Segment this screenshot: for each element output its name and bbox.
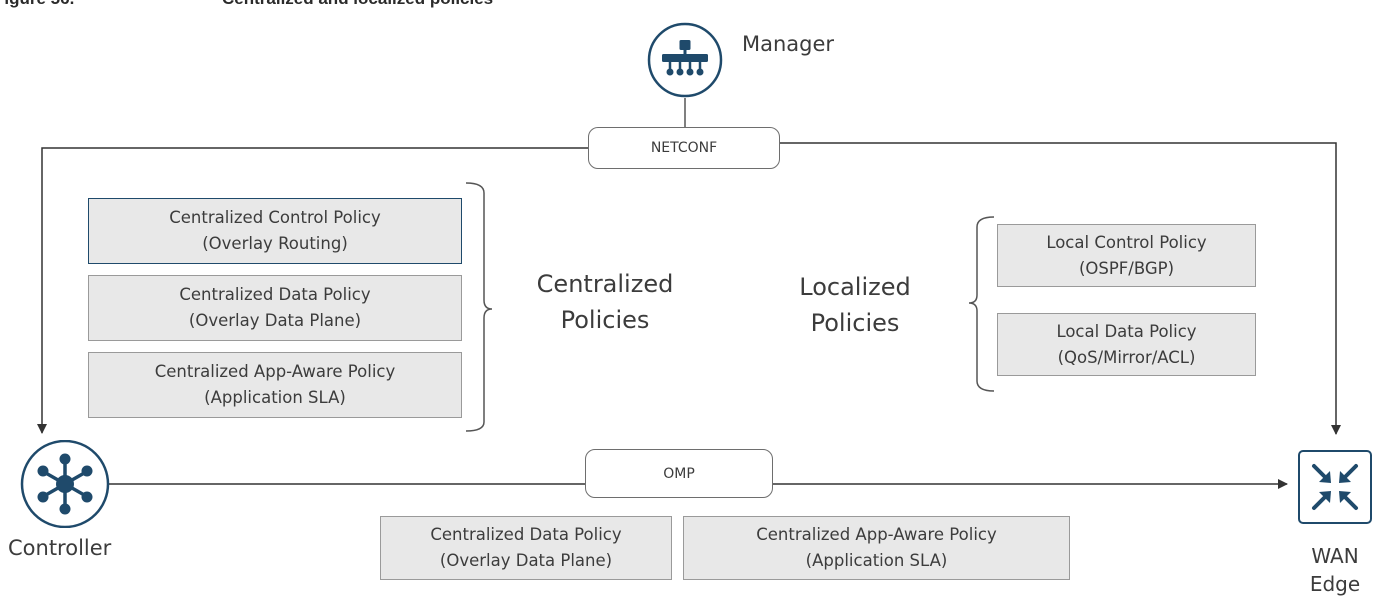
- centralized-bracket: [465, 182, 493, 432]
- box-line1: Centralized Control Policy: [169, 208, 381, 227]
- controller-label: Controller: [8, 536, 112, 560]
- manager-node[interactable]: [636, 20, 734, 100]
- box-line1: Centralized Data Policy: [179, 285, 371, 304]
- figure-title: Centralized and localized policies: [222, 0, 493, 9]
- netconf-connector: NETCONF: [588, 127, 780, 169]
- netconf-to-wan-edge-arrow: [780, 142, 1341, 435]
- box-line2: (Overlay Routing): [202, 234, 348, 253]
- wan-edge-icon: [1298, 450, 1372, 524]
- localized-bracket: [968, 216, 995, 392]
- local-data-policy-box[interactable]: Local Data Policy (QoS/Mirror/ACL): [997, 313, 1256, 376]
- box-line2: (Overlay Data Plane): [188, 311, 362, 330]
- figure-number: Figure 56.: [0, 0, 74, 9]
- wan-edge-label: WAN Edge: [1296, 542, 1374, 598]
- centralized-app-aware-policy-box[interactable]: Centralized App-Aware Policy (Applicatio…: [88, 352, 462, 418]
- box-line2: (Overlay Data Plane): [439, 551, 613, 570]
- local-control-policy-box[interactable]: Local Control Policy (OSPF/BGP): [997, 224, 1256, 287]
- wan-label-line2: Edge: [1309, 572, 1361, 596]
- label-line1: Localized: [799, 273, 911, 301]
- centralized-policies-label: Centralized Policies: [510, 266, 700, 338]
- box-line1: Centralized App-Aware Policy: [154, 362, 396, 381]
- box-line2: (Application SLA): [204, 388, 346, 407]
- manager-icon: [647, 22, 723, 98]
- box-line1: Local Control Policy: [1046, 232, 1207, 252]
- box-line1: Local Data Policy: [1056, 321, 1197, 341]
- controller-icon: [20, 439, 110, 529]
- box-line2: (QoS/Mirror/ACL): [1057, 347, 1196, 367]
- wan-edge-node[interactable]: [1297, 449, 1373, 525]
- controller-node[interactable]: [4, 439, 110, 529]
- omp-centralized-app-aware-policy-box[interactable]: Centralized App-Aware Policy (Applicatio…: [683, 516, 1070, 580]
- box-line1: Centralized Data Policy: [430, 525, 622, 544]
- wan-label-line1: WAN: [1311, 544, 1359, 568]
- omp-centralized-data-policy-box[interactable]: Centralized Data Policy (Overlay Data Pl…: [380, 516, 672, 580]
- box-line2: (Application SLA): [805, 551, 948, 570]
- box-line2: (OSPF/BGP): [1078, 258, 1175, 278]
- netconf-to-controller-arrow: [37, 147, 588, 434]
- centralized-control-policy-box[interactable]: Centralized Control Policy (Overlay Rout…: [88, 198, 462, 264]
- label-line1: Centralized: [536, 270, 674, 298]
- label-line2: Policies: [810, 309, 900, 337]
- label-line2: Policies: [560, 306, 650, 334]
- localized-policies-label: Localized Policies: [775, 269, 935, 341]
- centralized-data-policy-box[interactable]: Centralized Data Policy (Overlay Data Pl…: [88, 275, 462, 341]
- box-line1: Centralized App-Aware Policy: [756, 525, 997, 544]
- omp-connector: OMP: [585, 449, 773, 498]
- manager-label: Manager: [742, 32, 835, 56]
